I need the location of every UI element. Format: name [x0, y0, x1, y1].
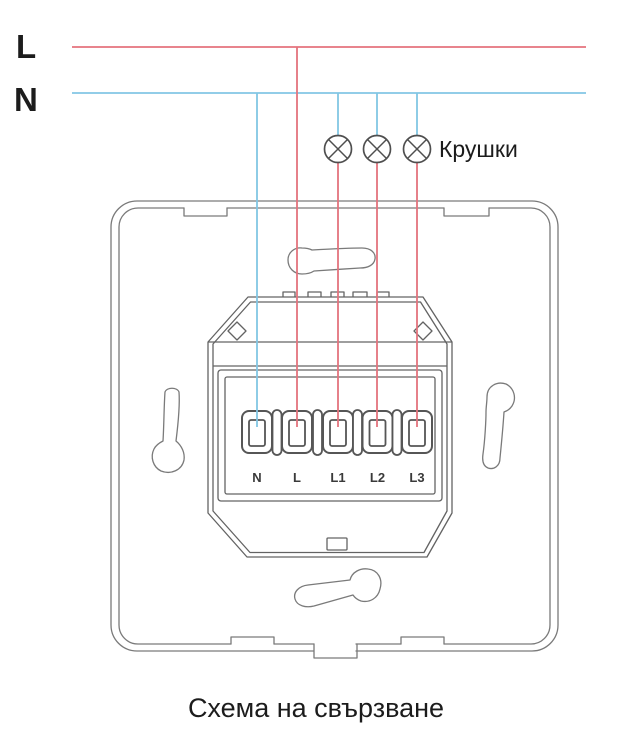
plate-notch-erase: [401, 641, 444, 647]
bulbs-label: Крушки: [439, 136, 518, 162]
screw-slot-top: [287, 247, 376, 275]
plate-notch-erase: [184, 205, 227, 212]
plate-notch-erase: [231, 641, 274, 647]
switch-module: N L L1 L2 L3: [207, 291, 453, 558]
terminal-divider: [271, 409, 283, 456]
lamp-icon-2: [362, 134, 392, 164]
lamp-icon-3: [402, 134, 432, 164]
terminal-label-l: L: [293, 470, 301, 485]
terminal-label-n: N: [252, 470, 261, 485]
plate-notch-erase: [444, 205, 489, 212]
terminal-divider: [391, 409, 403, 456]
lamp-cross: [327, 138, 349, 160]
terminal-label-l3: L3: [409, 470, 424, 485]
module-top-tabs: [282, 291, 390, 297]
terminal-label-l1: L1: [330, 470, 345, 485]
wires: [72, 46, 586, 427]
mounting-plate: [110, 200, 559, 659]
plate-tab-erase: [314, 641, 356, 654]
terminal-block-outer: [217, 369, 443, 502]
diagram-caption: Схема на свързване: [188, 693, 444, 723]
lamp-cross: [366, 138, 388, 160]
lamp-cross: [406, 138, 428, 160]
terminal-label-l2: L2: [370, 470, 385, 485]
corner-diamond-left: [227, 321, 247, 341]
module-outer-outline: [207, 296, 453, 558]
terminal-divider: [312, 409, 323, 456]
plate-notch-bottom-right: [400, 636, 445, 645]
terminal-L3: [401, 410, 433, 454]
neutral-bus-label: N: [14, 81, 38, 118]
live-bus-label: L: [16, 28, 36, 65]
module-bottom-clip: [326, 537, 348, 551]
terminal-L: [281, 410, 313, 454]
module-inner-outline: [212, 301, 448, 554]
plate-notch-top-right: [443, 207, 490, 217]
plate-notch-bottom-left: [230, 636, 275, 645]
keyhole-left: [151, 387, 185, 474]
terminal-block-inner: [224, 376, 436, 495]
lamp-icon-1: [323, 134, 353, 164]
terminal-divider: [352, 409, 363, 456]
screw-slot-bottom: [293, 568, 382, 608]
plate-notch-top-left: [183, 207, 228, 217]
plate-bottom-tab: [313, 643, 358, 659]
keyhole-right: [482, 382, 516, 470]
